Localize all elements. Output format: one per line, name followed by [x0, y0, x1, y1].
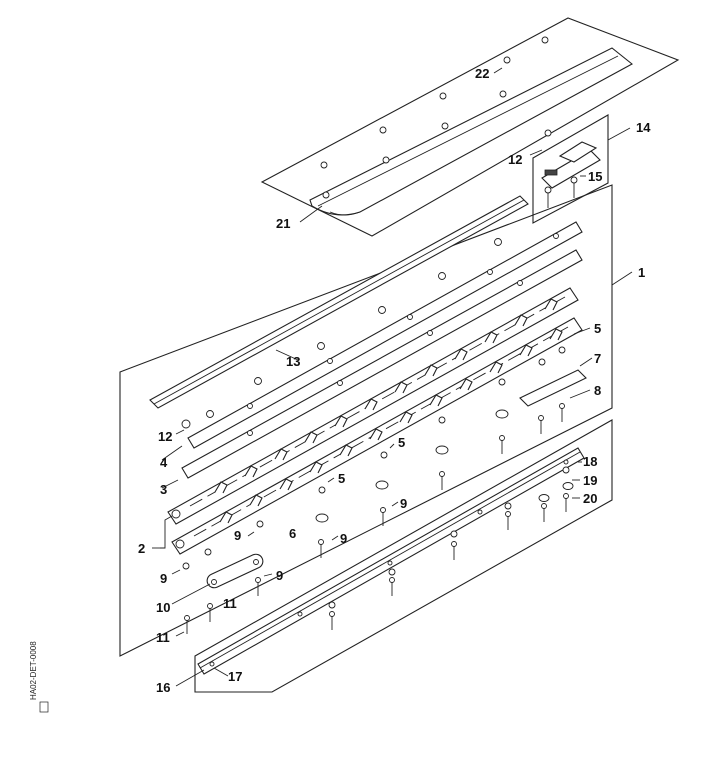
callout-20: 20	[583, 491, 597, 506]
link-plate-10	[206, 553, 264, 589]
leader-lines	[152, 67, 633, 687]
callout-9-b: 9	[234, 528, 241, 543]
callout-12-top: 12	[508, 152, 522, 167]
callout-19: 19	[583, 473, 597, 488]
callout-11-left: 11	[156, 630, 170, 645]
callout-16: 16	[156, 680, 170, 695]
callout-4: 4	[160, 455, 168, 470]
callout-labels: 22 12 14 15 21 1 13 5 7 8 12 4 5 3 5 9 2…	[138, 66, 651, 695]
callout-5-left: 5	[338, 471, 345, 486]
callout-9-e: 9	[276, 568, 283, 583]
guard-screw-holes	[320, 36, 552, 199]
callout-9-d: 9	[160, 571, 167, 586]
strip-3	[181, 249, 583, 479]
callout-9-c: 9	[340, 531, 347, 546]
callout-6: 6	[289, 526, 296, 541]
document-id: HA02-DET-0008	[29, 641, 49, 713]
cutter-blade-lower	[171, 317, 583, 555]
callout-9-a: 9	[400, 496, 407, 511]
document-id-text: HA02-DET-0008	[29, 641, 38, 700]
fasteners-blade	[181, 238, 566, 634]
callout-10: 10	[156, 600, 170, 615]
fasteners-rail	[328, 466, 574, 630]
callout-2: 2	[138, 541, 145, 556]
blade-guard-group	[260, 17, 680, 237]
callout-3: 3	[160, 482, 167, 497]
callout-5-right: 5	[594, 321, 601, 336]
callout-11-right: 11	[223, 596, 237, 611]
callout-18: 18	[583, 454, 597, 469]
lower-rail-frame	[194, 419, 613, 693]
callout-8: 8	[594, 383, 601, 398]
strip-4	[187, 221, 583, 449]
callout-15: 15	[588, 169, 602, 184]
cutter-blade-upper	[167, 287, 579, 525]
callout-12-left: 12	[158, 429, 172, 444]
callout-13: 13	[286, 354, 300, 369]
callout-5-mid: 5	[398, 435, 405, 450]
callout-17: 17	[228, 669, 242, 684]
bar-13	[149, 195, 529, 409]
callout-21: 21	[276, 216, 290, 231]
callout-7: 7	[594, 351, 601, 366]
rail-16	[197, 447, 585, 675]
gear-cover-group	[532, 114, 609, 224]
callout-14: 14	[636, 120, 651, 135]
callout-1: 1	[638, 265, 645, 280]
plate-7	[519, 369, 587, 407]
callout-22: 22	[475, 66, 489, 81]
